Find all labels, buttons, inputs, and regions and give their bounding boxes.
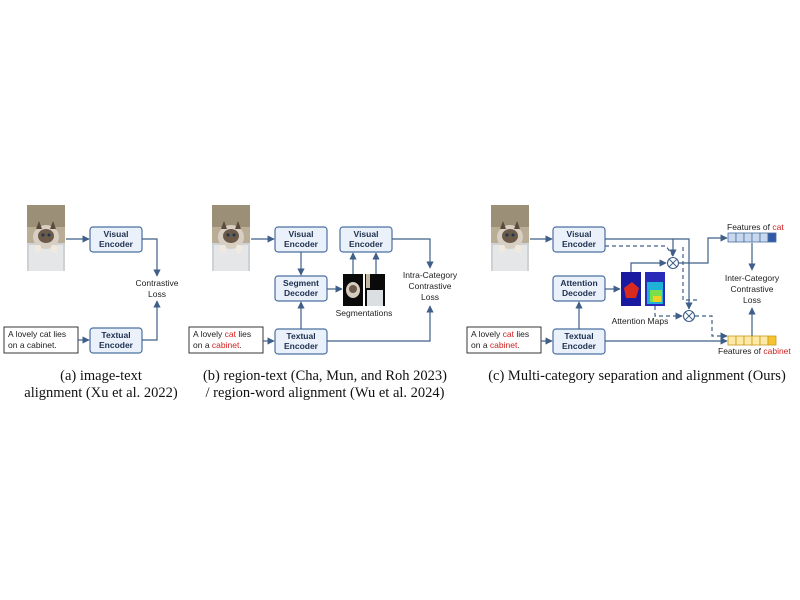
svg-text:Encoder: Encoder [562,341,597,351]
svg-text:A lovely cat lies: A lovely cat lies [193,329,251,339]
svg-text:Decoder: Decoder [284,288,319,298]
multiply-node-bottom [682,309,696,323]
text-input-a: A lovely cat lies on a cabinet. [3,326,79,354]
svg-text:Visual: Visual [289,229,314,239]
cat-photo-b [212,205,250,271]
svg-text:Intra-Category: Intra-Category [403,270,458,280]
svg-text:Loss: Loss [421,292,439,302]
svg-text:Contrastive: Contrastive [136,278,179,288]
svg-text:Encoder: Encoder [99,340,134,350]
svg-text:Decoder: Decoder [562,288,597,298]
svg-text:Encoder: Encoder [349,239,384,249]
svg-text:Visual: Visual [104,229,129,239]
textual-encoder-c: Textual Encoder [552,328,606,355]
svg-text:on a cabinet.: on a cabinet. [8,340,57,350]
arrow-a4 [142,300,161,341]
svg-text:Textual: Textual [101,330,130,340]
svg-text:Loss: Loss [743,295,761,305]
svg-text:Encoder: Encoder [562,239,597,249]
svg-text:Inter-Category: Inter-Category [725,273,780,283]
features-cat-vector [727,232,777,243]
dashed-arrow-c1 [654,306,683,320]
label-a-line1: (a) image-text [60,368,142,384]
attention-maps-label: Attention Maps [612,316,669,326]
visual-encoder-a: Visual Encoder [89,226,143,253]
svg-text:on a cabinet.: on a cabinet. [471,340,520,350]
arrow-c5 [605,238,677,257]
segmentations-label: Segmentations [336,308,393,318]
text-input-b: A lovely cat lies on a cabinet. [188,326,264,354]
attention-maps [621,272,665,306]
svg-text:Loss: Loss [148,289,166,299]
visual-encoder-b1: Visual Encoder [274,226,328,253]
arrow-b8 [392,238,434,269]
svg-text:Attention: Attention [560,278,597,288]
svg-text:Visual: Visual [354,229,379,239]
svg-text:A lovely cat lies: A lovely cat lies [8,329,66,339]
svg-text:Contrastive: Contrastive [409,281,452,291]
arrow-a3 [142,238,161,277]
svg-text:Segment: Segment [283,278,319,288]
visual-encoder-c: Visual Encoder [552,226,606,253]
cat-photo-a [27,205,65,271]
label-a-line2: alignment (Xu et al. 2022) [24,385,178,401]
arrow-c8 [679,234,728,264]
visual-encoder-b2: Visual Encoder [339,226,393,253]
svg-text:Encoder: Encoder [99,239,134,249]
attention-decoder-c: Attention Decoder [552,275,606,302]
segmentation-masks [343,274,385,306]
arrow-c7 [630,259,667,272]
cat-photo-c [491,205,529,271]
arrow-c6 [673,238,693,310]
panel-c: Visual Encoder Attention Decoder Textual… [466,205,791,384]
arrow-b9 [327,305,434,342]
svg-text:Encoder: Encoder [284,239,319,249]
svg-text:Textual: Textual [564,331,593,341]
features-cabinet-label: Features of cabinet [718,346,791,356]
svg-text:on a cabinet.: on a cabinet. [193,340,242,350]
svg-text:Contrastive: Contrastive [731,284,774,294]
dashed-arrow-c2 [695,315,728,340]
label-b-line2: / region-word alignment (Wu et al. 2024) [205,385,444,401]
contrastive-loss-a: Contrastive Loss [136,278,179,299]
label-c: (c) Multi-category separation and alignm… [488,368,786,384]
text-input-c: A lovely cat lies on a cabinet. [466,326,542,354]
svg-text:A lovely cat lies: A lovely cat lies [471,329,529,339]
textual-encoder-a: Textual Encoder [89,327,143,354]
intra-category-loss: Intra-Category Contrastive Loss [403,270,458,302]
label-b-line1: (b) region-text (Cha, Mun, and Roh 2023) [203,368,447,384]
multiply-node-top [666,256,680,270]
panel-b: Visual Encoder Segment Decoder Textual E… [188,205,458,401]
svg-text:Visual: Visual [567,229,592,239]
svg-text:Textual: Textual [286,331,315,341]
segment-decoder-b: Segment Decoder [274,275,328,302]
panel-a: Visual Encoder Textual Encoder A lovely … [3,205,179,401]
features-cabinet-vector [727,335,777,346]
dashed-arrow-c3 [682,247,700,301]
dashed-arrow-c4 [605,245,674,257]
inter-category-loss: Inter-Category Contrastive Loss [725,273,780,305]
svg-text:Encoder: Encoder [284,341,319,351]
textual-encoder-b: Textual Encoder [274,328,328,355]
features-cat-label: Features of cat [727,222,784,232]
